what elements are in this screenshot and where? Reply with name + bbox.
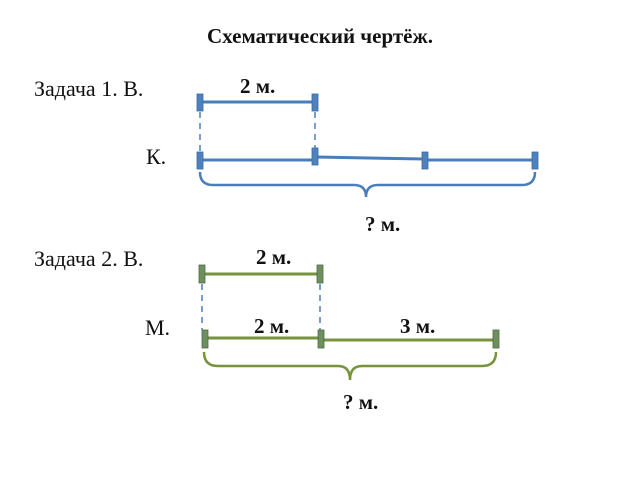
task1-bottom-tick-4 [531, 151, 539, 170]
task1-total-brace [198, 171, 537, 198]
task2-label: Задача 2. В. [34, 248, 143, 270]
task2-diagram [198, 264, 500, 381]
task1-number: Задача 1. [34, 76, 118, 101]
task1-bottom-tick-3 [421, 151, 429, 170]
task1-bottom-tick-1 [196, 151, 204, 170]
task2-top-tick-right [316, 264, 324, 284]
task1-row2-letter: К. [146, 144, 167, 169]
task2-total-brace [202, 351, 498, 381]
task1-top-tick-left [196, 93, 204, 112]
task1-question: ? м. [365, 212, 401, 236]
task1-label: Задача 1. В. [34, 78, 143, 100]
task2-part1-length: 2 м. [254, 314, 290, 338]
task2-row2-letter: М. [145, 315, 171, 340]
task2-part2-length: 3 м. [400, 314, 436, 338]
task2-bottom-tick-3 [492, 329, 500, 349]
task2-row1-letter: В. [123, 246, 144, 271]
page-title: Схематический чертёж. [207, 24, 433, 48]
task1-top-tick-right [311, 93, 319, 112]
task1-bottom-tick-2 [311, 147, 319, 166]
task2-top-tick-left [198, 264, 206, 284]
task2-question: ? м. [343, 390, 379, 414]
task1-top-length: 2 м. [240, 74, 276, 98]
task2-top-length: 2 м. [256, 245, 292, 269]
task1-bottom-segment-2 [315, 155, 425, 161]
task1-row1-letter: В. [123, 76, 144, 101]
task2-number: Задача 2. [34, 246, 118, 271]
task2-bottom-tick-1 [201, 329, 209, 349]
task2-bottom-tick-2 [317, 329, 325, 349]
task1-diagram [196, 93, 539, 198]
